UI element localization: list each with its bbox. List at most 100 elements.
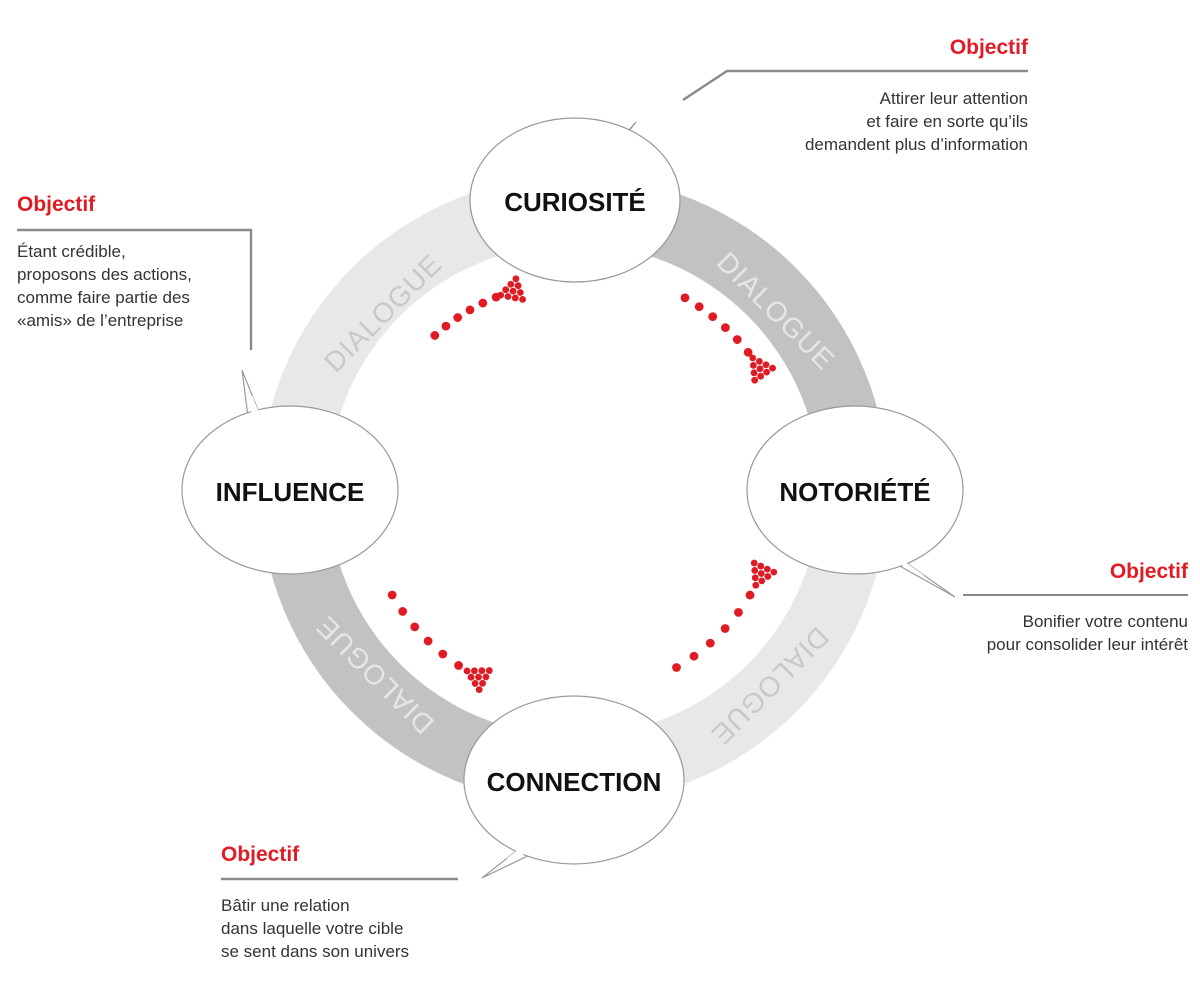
objective-connection-text: Bâtir une relation dans laquelle votre c… — [221, 894, 501, 963]
objective-influence-text: Étant crédible, proposons des actions, c… — [17, 240, 252, 332]
bubble-shape — [746, 405, 964, 575]
arrow-head-dot — [749, 354, 757, 362]
dotted-arrow-icon — [387, 590, 493, 694]
arrow-head-dot — [511, 294, 519, 302]
arrow-dot — [689, 651, 699, 661]
arrow-dot — [672, 663, 681, 672]
arrow-dot — [423, 636, 433, 646]
bubble-tail-join — [250, 395, 262, 432]
objective-notoriete-title: Objectif — [1109, 560, 1188, 583]
arrow-dot — [732, 335, 742, 344]
arrow-head-dot — [471, 680, 479, 687]
arrow-head-dot — [467, 673, 475, 681]
dotted-arrows — [387, 275, 778, 694]
objective-influence-line: Étant crédible, — [17, 242, 126, 261]
arrow-head-dot — [478, 667, 486, 675]
objective-connection-line: se sent dans son univers — [221, 942, 410, 961]
objective-influence-line: «amis» de l’entreprise — [17, 311, 184, 330]
arrow-head-dot — [482, 673, 490, 681]
arrow-head-dot — [751, 376, 759, 384]
arrow-dot — [465, 305, 475, 315]
objective-notoriete-line: Bonifier votre contenu — [1022, 612, 1188, 631]
ring-segment-top-left — [260, 176, 574, 490]
arrow-dot — [708, 312, 718, 322]
arrow-head-dot — [502, 286, 510, 294]
arrow-head-dot — [755, 357, 763, 365]
arrow-head-dot — [757, 372, 765, 380]
bubble-curiosite: CURIOSITÉ — [469, 117, 681, 283]
dotted-arrow-icon — [430, 275, 526, 340]
objective-connection-line: dans laquelle votre cible — [221, 919, 404, 938]
arrow-head-dot — [752, 581, 760, 589]
objective-curiosite-line: et faire en sorte qu’ils — [866, 112, 1028, 131]
objective-notoriete-rule — [963, 594, 1188, 596]
arrow-dot — [430, 331, 440, 340]
objective-curiosite-title: Objectif — [949, 36, 1028, 59]
arrow-head-dot — [763, 565, 771, 573]
arrow-dot — [441, 321, 451, 331]
objective-influence-title: Objectif — [17, 193, 96, 216]
arrow-head-dot — [516, 289, 524, 296]
arrow-dot — [398, 607, 408, 616]
objective-connection-line: Bâtir une relation — [221, 896, 350, 915]
arrow-head-dot — [762, 361, 770, 369]
dotted-arrow-icon — [672, 559, 778, 672]
dotted-arrow-icon — [680, 293, 776, 384]
arrow-head-dot — [512, 275, 520, 283]
arrow-dot — [410, 622, 420, 632]
objective-influence-line: proposons des actions, — [17, 265, 192, 284]
arrow-dot — [720, 624, 730, 633]
stage-bubbles: CURIOSITÉ NOTORIÉTÉ CONNECTION INFLUENCE — [181, 117, 964, 879]
arrow-head-dot — [757, 570, 765, 577]
bubble-notoriete: NOTORIÉTÉ — [746, 405, 964, 598]
stage-label-curiosite: CURIOSITÉ — [504, 187, 646, 217]
arrow-head-dot — [751, 574, 759, 582]
objective-curiosite-leader — [682, 69, 1028, 102]
stage-label-connection: CONNECTION — [487, 767, 662, 797]
bubble-shape — [181, 405, 399, 575]
arrow-head-dot — [749, 361, 757, 369]
arrow-head-dot — [497, 291, 505, 299]
objective-curiosite-text: Attirer leur attention et faire en sorte… — [728, 87, 1028, 156]
objective-notoriete-line: pour consolider leur intérêt — [986, 635, 1188, 654]
arrow-dot — [734, 608, 743, 617]
arrow-dot — [454, 661, 464, 670]
bubble-shape — [463, 695, 685, 865]
arrow-dot — [743, 347, 753, 357]
arrow-dot — [680, 293, 690, 303]
arrow-dot — [438, 649, 448, 659]
bubble-tail-join — [530, 140, 620, 256]
arrow-head-dot — [471, 667, 478, 675]
bubble-influence: INFLUENCE — [181, 369, 399, 575]
bubble-shape — [469, 117, 681, 283]
arrow-head-dot — [770, 568, 778, 576]
arrow-head-dot — [479, 679, 486, 687]
arrow-head-dot — [769, 364, 776, 372]
arrow-head-dot — [750, 369, 758, 377]
bubble-tail-join — [880, 555, 925, 576]
stage-label-notoriete: NOTORIÉTÉ — [779, 477, 930, 507]
arrow-dot — [745, 590, 755, 600]
arrow-head-dot — [756, 365, 764, 373]
arrow-head-dot — [751, 567, 759, 574]
objective-curiosite-line: Attirer leur attention — [879, 89, 1028, 108]
arrow-head-dot — [514, 282, 522, 290]
arrow-dot — [721, 323, 730, 333]
arrow-head-dot — [463, 667, 471, 675]
stage-label-influence: INFLUENCE — [216, 477, 365, 507]
objective-influence-leader — [17, 228, 253, 350]
arrow-dot — [387, 590, 397, 600]
arrow-head-dot — [485, 667, 493, 674]
arrow-head-dot — [475, 686, 483, 694]
objective-connection-title: Objectif — [221, 843, 300, 866]
bubble-tail-join — [506, 840, 540, 859]
arrow-head-dot — [519, 295, 526, 303]
arrow-dot — [694, 302, 704, 312]
arrow-head-dot — [507, 280, 515, 288]
objective-notoriete-text: Bonifier votre contenu pour consolider l… — [900, 610, 1188, 656]
objective-curiosite-line: demandent plus d’information — [804, 135, 1028, 154]
bubble-connection: CONNECTION — [463, 695, 685, 879]
arrow-dot — [453, 313, 463, 322]
arrow-head-dot — [750, 559, 758, 567]
